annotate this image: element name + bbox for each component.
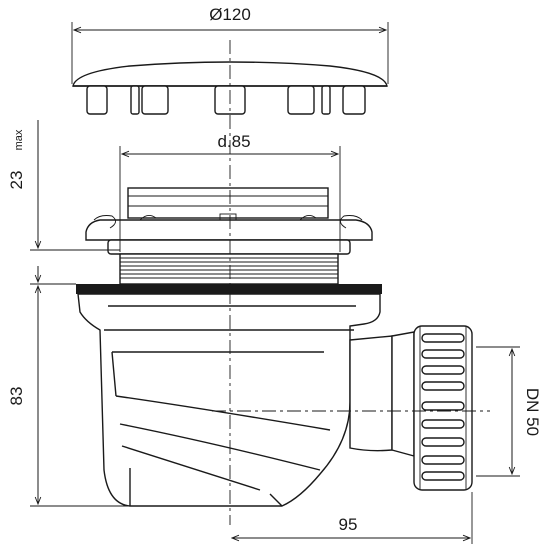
height-top-suffix-label: max	[13, 129, 25, 150]
shower-tray-plate	[76, 284, 382, 294]
threaded-neck	[119, 253, 339, 285]
outlet-connector	[349, 325, 473, 491]
dimension-outlet-size: DN 50	[476, 346, 542, 477]
dimension-outlet-offset: 95	[232, 492, 473, 544]
dimension-inner-diameter: d.85	[119, 132, 341, 252]
height-top-label: 23	[7, 171, 26, 190]
cover-cap	[72, 61, 388, 115]
drain-body	[77, 293, 381, 507]
dimension-height-body: 83	[7, 266, 130, 507]
outlet-size-label: DN 50	[523, 388, 542, 436]
inner-diameter-label: d.85	[217, 132, 250, 151]
drain-grate	[85, 187, 373, 255]
cover-diameter-label: Ø120	[209, 5, 251, 24]
height-body-label: 83	[7, 387, 26, 406]
dimension-height-top: 23 max	[7, 120, 120, 251]
outlet-offset-label: 95	[339, 515, 358, 534]
dimension-cover-diameter: Ø120	[71, 5, 389, 84]
